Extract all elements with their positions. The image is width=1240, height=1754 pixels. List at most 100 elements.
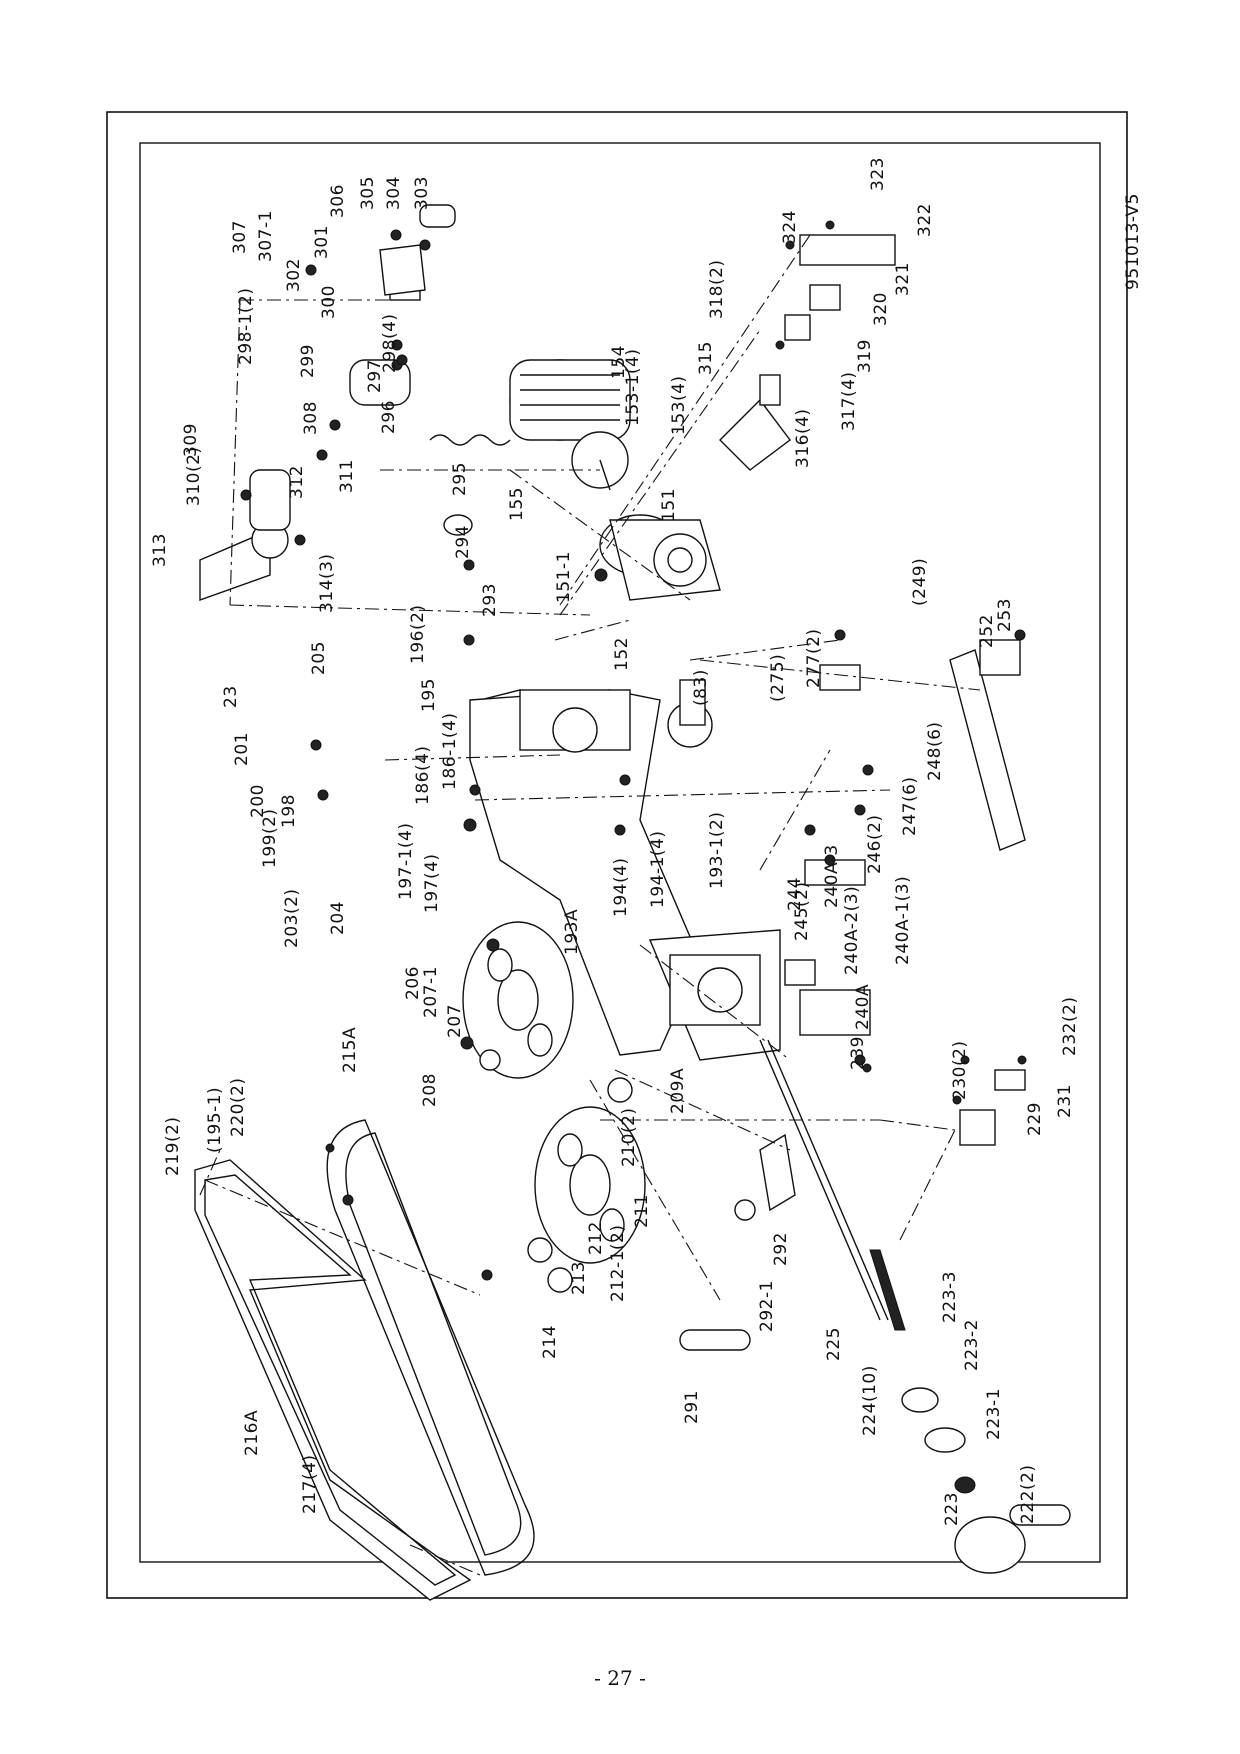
part-label: 310(2) [184,446,204,506]
part-label: 323 [868,157,888,191]
part-label: 298(4) [380,313,400,373]
part-label: 307-1 [256,210,276,262]
part-label: 217(4) [300,1454,320,1514]
drawing-art [194,204,1071,1601]
part-label: 209A [668,1068,688,1114]
part-label: 306 [328,184,348,218]
page-number: - 27 - [594,1666,646,1690]
part-label: 224(10) [860,1365,880,1436]
outer-frame [106,111,1128,1599]
part-label: 152 [612,637,632,671]
part-label: 205 [309,641,329,675]
part-label: 211 [632,1194,652,1228]
part-label: 194-1(4) [648,831,668,908]
part-label: 246(2) [865,814,885,874]
part-label: 153(4) [669,375,689,435]
part-label: 292 [771,1232,791,1266]
part-label: 208 [420,1073,440,1107]
part-label: 215A [340,1027,360,1073]
part-label: 303 [412,176,432,210]
part-label: 313 [150,533,170,567]
part-label: 302 [284,258,304,292]
part-label: 216A [242,1410,262,1456]
part-label: 212-1(2) [608,1225,628,1302]
part-label: 321 [893,262,913,296]
part-label: 206 [403,966,423,1000]
part-label: 201 [232,732,252,766]
part-label: 240A-3 [822,844,842,908]
part-label: 229 [1025,1102,1045,1136]
part-label: 197(4) [422,853,442,913]
part-label: 240A [853,984,873,1030]
inner-frame [139,142,1101,1563]
part-label: 193-1(2) [707,812,727,889]
part-label: 223-3 [940,1271,960,1323]
part-label: 244 [785,877,805,911]
part-label: (195-1) [205,1087,225,1153]
part-label: 222(2) [1018,1464,1038,1524]
part-label: 317(4) [839,371,859,431]
part-label: 230(2) [950,1040,970,1100]
part-label: 298-1(2) [236,288,256,365]
part-label: 240A-2(3) [842,886,862,975]
part-label: 320 [871,292,891,326]
part-label: 193A [562,909,582,955]
part-label: 223-1 [984,1388,1004,1440]
part-label: 308 [301,401,321,435]
part-label: 300 [319,285,339,319]
part-label: 292-1 [757,1280,777,1332]
part-label: 311 [337,459,357,493]
part-label: 219(2) [163,1116,183,1176]
part-label: 315 [696,341,716,375]
part-label: 304 [384,176,404,210]
part-label: 212 [586,1221,606,1255]
part-label: 248(6) [925,721,945,781]
part-label: 318(2) [707,259,727,319]
part-label: 319 [855,339,875,373]
part-label: 294 [453,525,473,559]
part-label: (83) [691,669,711,706]
part-label: 151-1 [554,551,574,603]
part-label: 223 [942,1492,962,1526]
part-label: 186-1(4) [440,713,460,790]
part-label: 252 [977,614,997,648]
part-label: 155 [507,487,527,521]
part-label: 297 [365,359,385,393]
part-label: 240A-1(3) [893,876,913,965]
part-label: 324 [780,210,800,244]
part-label: 197-1(4) [396,823,416,900]
part-label: 153-1(4) [623,349,643,426]
part-label: 253 [995,598,1015,632]
part-label: 305 [358,176,378,210]
part-label: 231 [1055,1084,1075,1118]
part-label: 207 [445,1004,465,1038]
part-label: 301 [312,225,332,259]
part-label: 203(2) [282,888,302,948]
part-label: 196(2) [408,604,428,664]
part-label: 199(2) [260,808,280,868]
part-label: 223-2 [962,1319,982,1371]
part-label: 296 [379,400,399,434]
part-label: 186(4) [413,745,433,805]
part-label: 293 [480,583,500,617]
drawing-code: 951013-V5 [1123,193,1143,290]
part-label: 213 [569,1261,589,1295]
part-label: 309 [181,423,201,457]
part-label: 210(2) [619,1107,639,1167]
part-label: 277(2) [804,628,824,688]
part-label: (249) [910,558,930,606]
part-label: 291 [682,1390,702,1424]
part-label: 194(4) [611,857,631,917]
part-label: 198 [279,794,299,828]
part-label: 316(4) [793,408,813,468]
part-label: 247(6) [900,776,920,836]
part-label: 232(2) [1060,996,1080,1056]
part-label: 225 [824,1327,844,1361]
part-label: 151 [659,488,679,522]
part-label: 245(2) [792,881,812,941]
part-label: 239 [848,1036,868,1070]
part-label: 299 [298,344,318,378]
part-label: 154 [609,345,629,379]
